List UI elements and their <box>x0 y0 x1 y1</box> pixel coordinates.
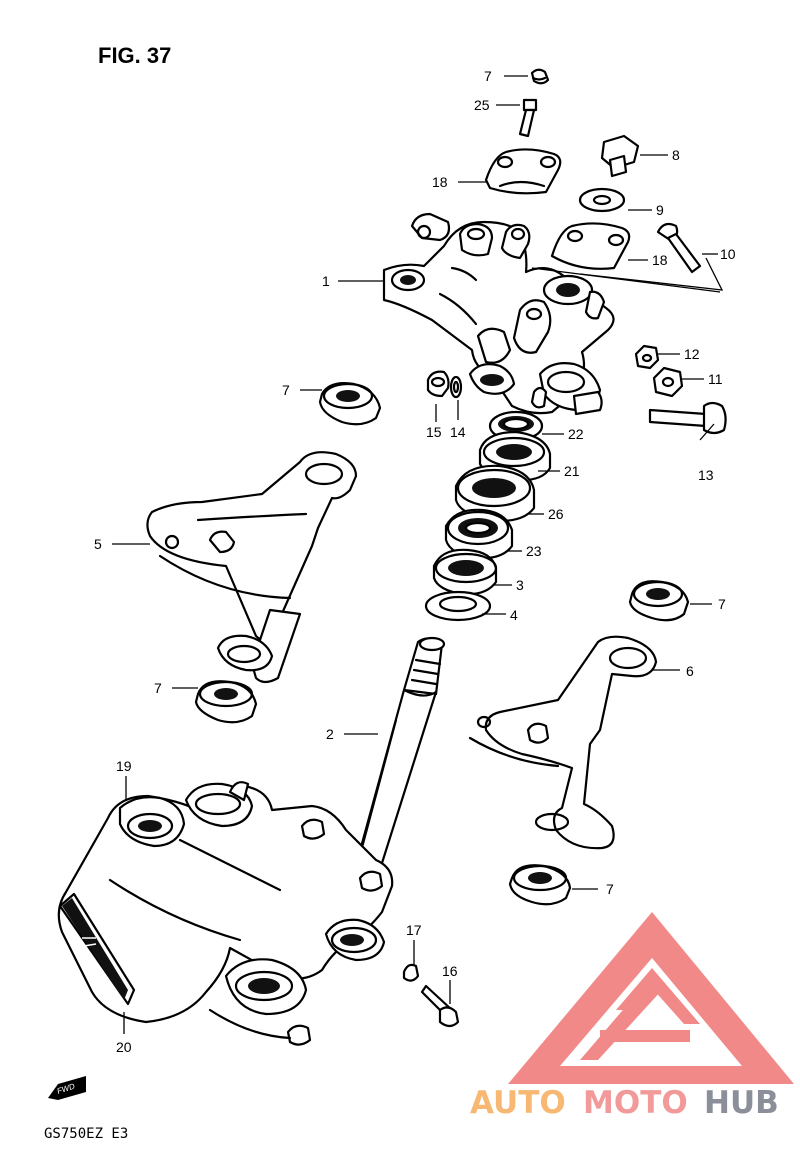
callout-7-c: 7 <box>154 680 162 696</box>
callout-12: 12 <box>684 346 700 362</box>
callout-21: 19 <box>116 758 132 774</box>
callout-19: 25 <box>474 97 490 113</box>
part-2-lower-bracket <box>57 781 394 1046</box>
callout-7-a: 7 <box>282 382 290 398</box>
part-24-nut <box>488 410 544 442</box>
part-10-bolt <box>656 222 702 274</box>
part-16-bolt <box>420 984 460 1028</box>
callout-7-d: 7 <box>606 881 614 897</box>
figure-title: FIG. 37 <box>98 43 171 68</box>
part-11-nut <box>652 366 684 398</box>
watermark-wordmark: AUTO MOTO HUB <box>470 1085 779 1121</box>
part-1-upper-bracket <box>382 212 615 416</box>
callout-16: 16 <box>442 963 458 979</box>
part-14-washer <box>449 375 463 399</box>
part-22-label-plate <box>58 892 136 1006</box>
callout-8: 8 <box>672 147 680 163</box>
callout-10: 10 <box>720 246 736 262</box>
part-8-bolt <box>600 134 640 178</box>
part-20-cap <box>530 68 550 85</box>
part-7-grommet-d <box>508 864 572 906</box>
direction-marker: FWD <box>48 1076 86 1100</box>
part-17-washer <box>402 963 420 982</box>
callout-11: 11 <box>708 371 723 387</box>
callout-18-lower: 18 <box>652 252 668 268</box>
part-18-lower-holder <box>550 222 631 270</box>
watermark-text-auto: AUTO <box>470 1085 566 1121</box>
watermark-text-hub: HUB <box>704 1085 779 1121</box>
part-5-bracket-left <box>146 451 358 684</box>
callout-1: 1 <box>322 273 330 289</box>
callout-23: 21 <box>564 463 580 479</box>
part-4-dust-seal <box>424 590 492 622</box>
callout-25: 23 <box>526 543 542 559</box>
part-12-nut <box>634 344 660 370</box>
part-25-bearing <box>444 508 514 560</box>
part-7-grommet-b <box>628 580 690 622</box>
watermark-text-moto: MOTO <box>583 1085 688 1121</box>
callout-20: 7 <box>484 68 492 84</box>
callout-24: 22 <box>568 426 584 442</box>
callout-5: 5 <box>94 536 102 552</box>
callout-4: 4 <box>510 607 518 623</box>
part-7-grommet-a <box>318 382 382 426</box>
callout-26: 26 <box>548 506 564 522</box>
callout-numbers: 7 25 18 8 9 10 18 1 12 11 13 7 15 14 22 … <box>94 68 736 1055</box>
model-code: GS750EZ E3 <box>44 1126 128 1142</box>
part-7-grommet-c <box>194 680 258 724</box>
part-6-bracket-right <box>468 635 658 850</box>
part-3-bearing-race <box>432 548 498 596</box>
part-15-nut <box>426 370 450 398</box>
part-13-bolt <box>648 401 727 435</box>
part-26-dust-seal <box>454 464 536 522</box>
callout-22: 20 <box>116 1039 132 1055</box>
watermark-logo <box>508 912 794 1084</box>
part-18-upper-holder <box>484 148 562 195</box>
callout-9: 9 <box>656 202 664 218</box>
callout-7-b: 7 <box>718 596 726 612</box>
callout-14: 14 <box>450 424 466 440</box>
callout-6: 6 <box>686 663 694 679</box>
part-19-bolt <box>518 98 538 138</box>
callout-2: 2 <box>326 726 334 742</box>
callout-13: 13 <box>698 467 714 483</box>
part-9-washer <box>578 187 626 213</box>
callout-3: 3 <box>516 577 524 593</box>
part-2-steering-stem <box>350 636 446 887</box>
callout-17: 17 <box>406 922 422 938</box>
leader-lines <box>112 75 718 1034</box>
callout-18-upper: 18 <box>432 174 448 190</box>
callout-15: 15 <box>426 424 442 440</box>
